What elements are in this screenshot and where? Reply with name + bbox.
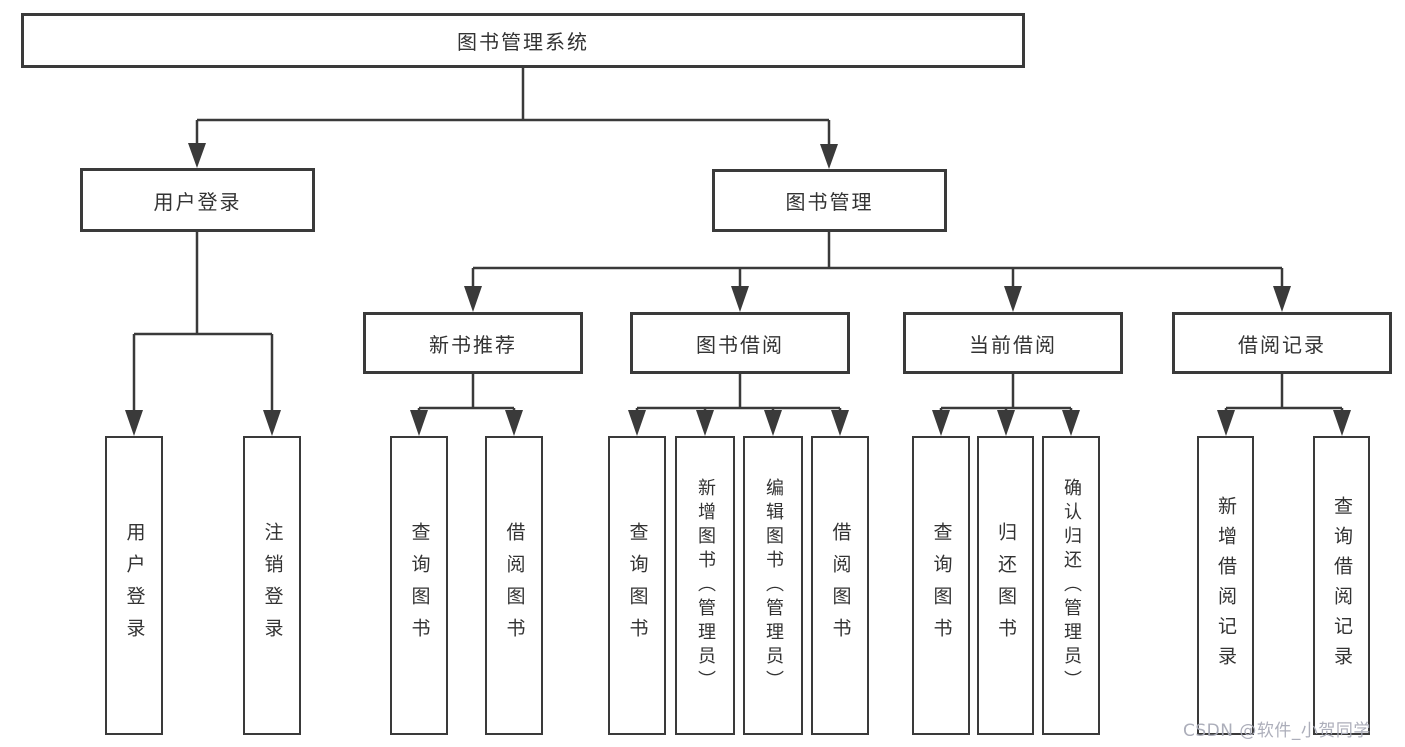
leaf-label: 查询图书: [408, 521, 431, 650]
leaf-label: 确认归还（管理员）: [1061, 477, 1082, 694]
node-label: 图书管理系统: [457, 30, 589, 54]
arrowhead: [263, 410, 281, 436]
leaf-query-books-current: 查询图书: [912, 436, 970, 735]
leaf-query-books-borrow: 查询图书: [608, 436, 666, 735]
node-label: 图书管理: [785, 190, 874, 214]
leaf-label: 归还图书: [995, 521, 1017, 650]
arrowhead: [997, 410, 1015, 436]
leaf-label: 编辑图书（管理员）: [763, 477, 784, 694]
arrowhead: [1333, 410, 1351, 436]
leaf-label: 新增图书（管理员）: [695, 477, 716, 694]
arrowhead: [831, 410, 849, 436]
arrowhead: [1217, 410, 1235, 436]
leaf-confirm-return-admin: 确认归还（管理员）: [1042, 436, 1100, 735]
leaf-label: 借阅图书: [503, 521, 526, 650]
leaf-label: 查询图书: [626, 521, 649, 650]
node-borrow-records: 借阅记录: [1172, 312, 1392, 374]
node-label: 当前借阅: [969, 332, 1057, 357]
arrowhead: [505, 410, 523, 436]
leaf-label: 查询图书: [930, 521, 953, 650]
node-root-library-management-system: 图书管理系统: [21, 13, 1025, 68]
leaf-query-borrow-record: 查询借阅记录: [1313, 436, 1370, 735]
node-user-login: 用户登录: [80, 168, 315, 232]
arrowhead: [820, 144, 838, 169]
leaf-borrow-books-recommend: 借阅图书: [485, 436, 543, 735]
arrowhead: [731, 286, 749, 312]
leaf-label: 注销登录: [261, 521, 284, 650]
leaf-label: 借阅图书: [829, 521, 852, 650]
csdn-watermark: CSDN @软件_小贺同学: [1183, 721, 1371, 741]
arrowhead: [1062, 410, 1080, 436]
arrowhead: [932, 410, 950, 436]
arrowhead: [628, 410, 646, 436]
node-label: 借阅记录: [1238, 332, 1326, 357]
arrowhead: [410, 410, 428, 436]
arrowhead: [125, 410, 143, 436]
node-label: 图书借阅: [696, 332, 784, 357]
node-label: 新书推荐: [429, 332, 517, 357]
leaf-logout: 注销登录: [243, 436, 301, 735]
leaf-add-borrow-record: 新增借阅记录: [1197, 436, 1254, 735]
leaf-label: 查询借阅记录: [1331, 495, 1353, 676]
node-book-management: 图书管理: [712, 169, 947, 232]
arrowhead: [764, 410, 782, 436]
leaf-user-login: 用户登录: [105, 436, 163, 735]
leaf-add-books-admin: 新增图书（管理员）: [675, 436, 735, 735]
arrowhead: [464, 286, 482, 312]
leaf-borrow-books: 借阅图书: [811, 436, 869, 735]
leaf-return-books: 归还图书: [977, 436, 1034, 735]
node-label: 用户登录: [153, 189, 242, 214]
node-current-borrow: 当前借阅: [903, 312, 1123, 374]
leaf-label: 用户登录: [123, 521, 146, 650]
node-book-borrow: 图书借阅: [630, 312, 850, 374]
arrowhead: [188, 143, 206, 168]
leaf-query-books-recommend: 查询图书: [390, 436, 448, 735]
arrowhead: [1273, 286, 1291, 312]
arrowhead: [1004, 286, 1022, 312]
leaf-label: 新增借阅记录: [1215, 495, 1237, 676]
arrowhead: [696, 410, 714, 436]
leaf-edit-books-admin: 编辑图书（管理员）: [743, 436, 803, 735]
node-new-book-recommend: 新书推荐: [363, 312, 583, 374]
